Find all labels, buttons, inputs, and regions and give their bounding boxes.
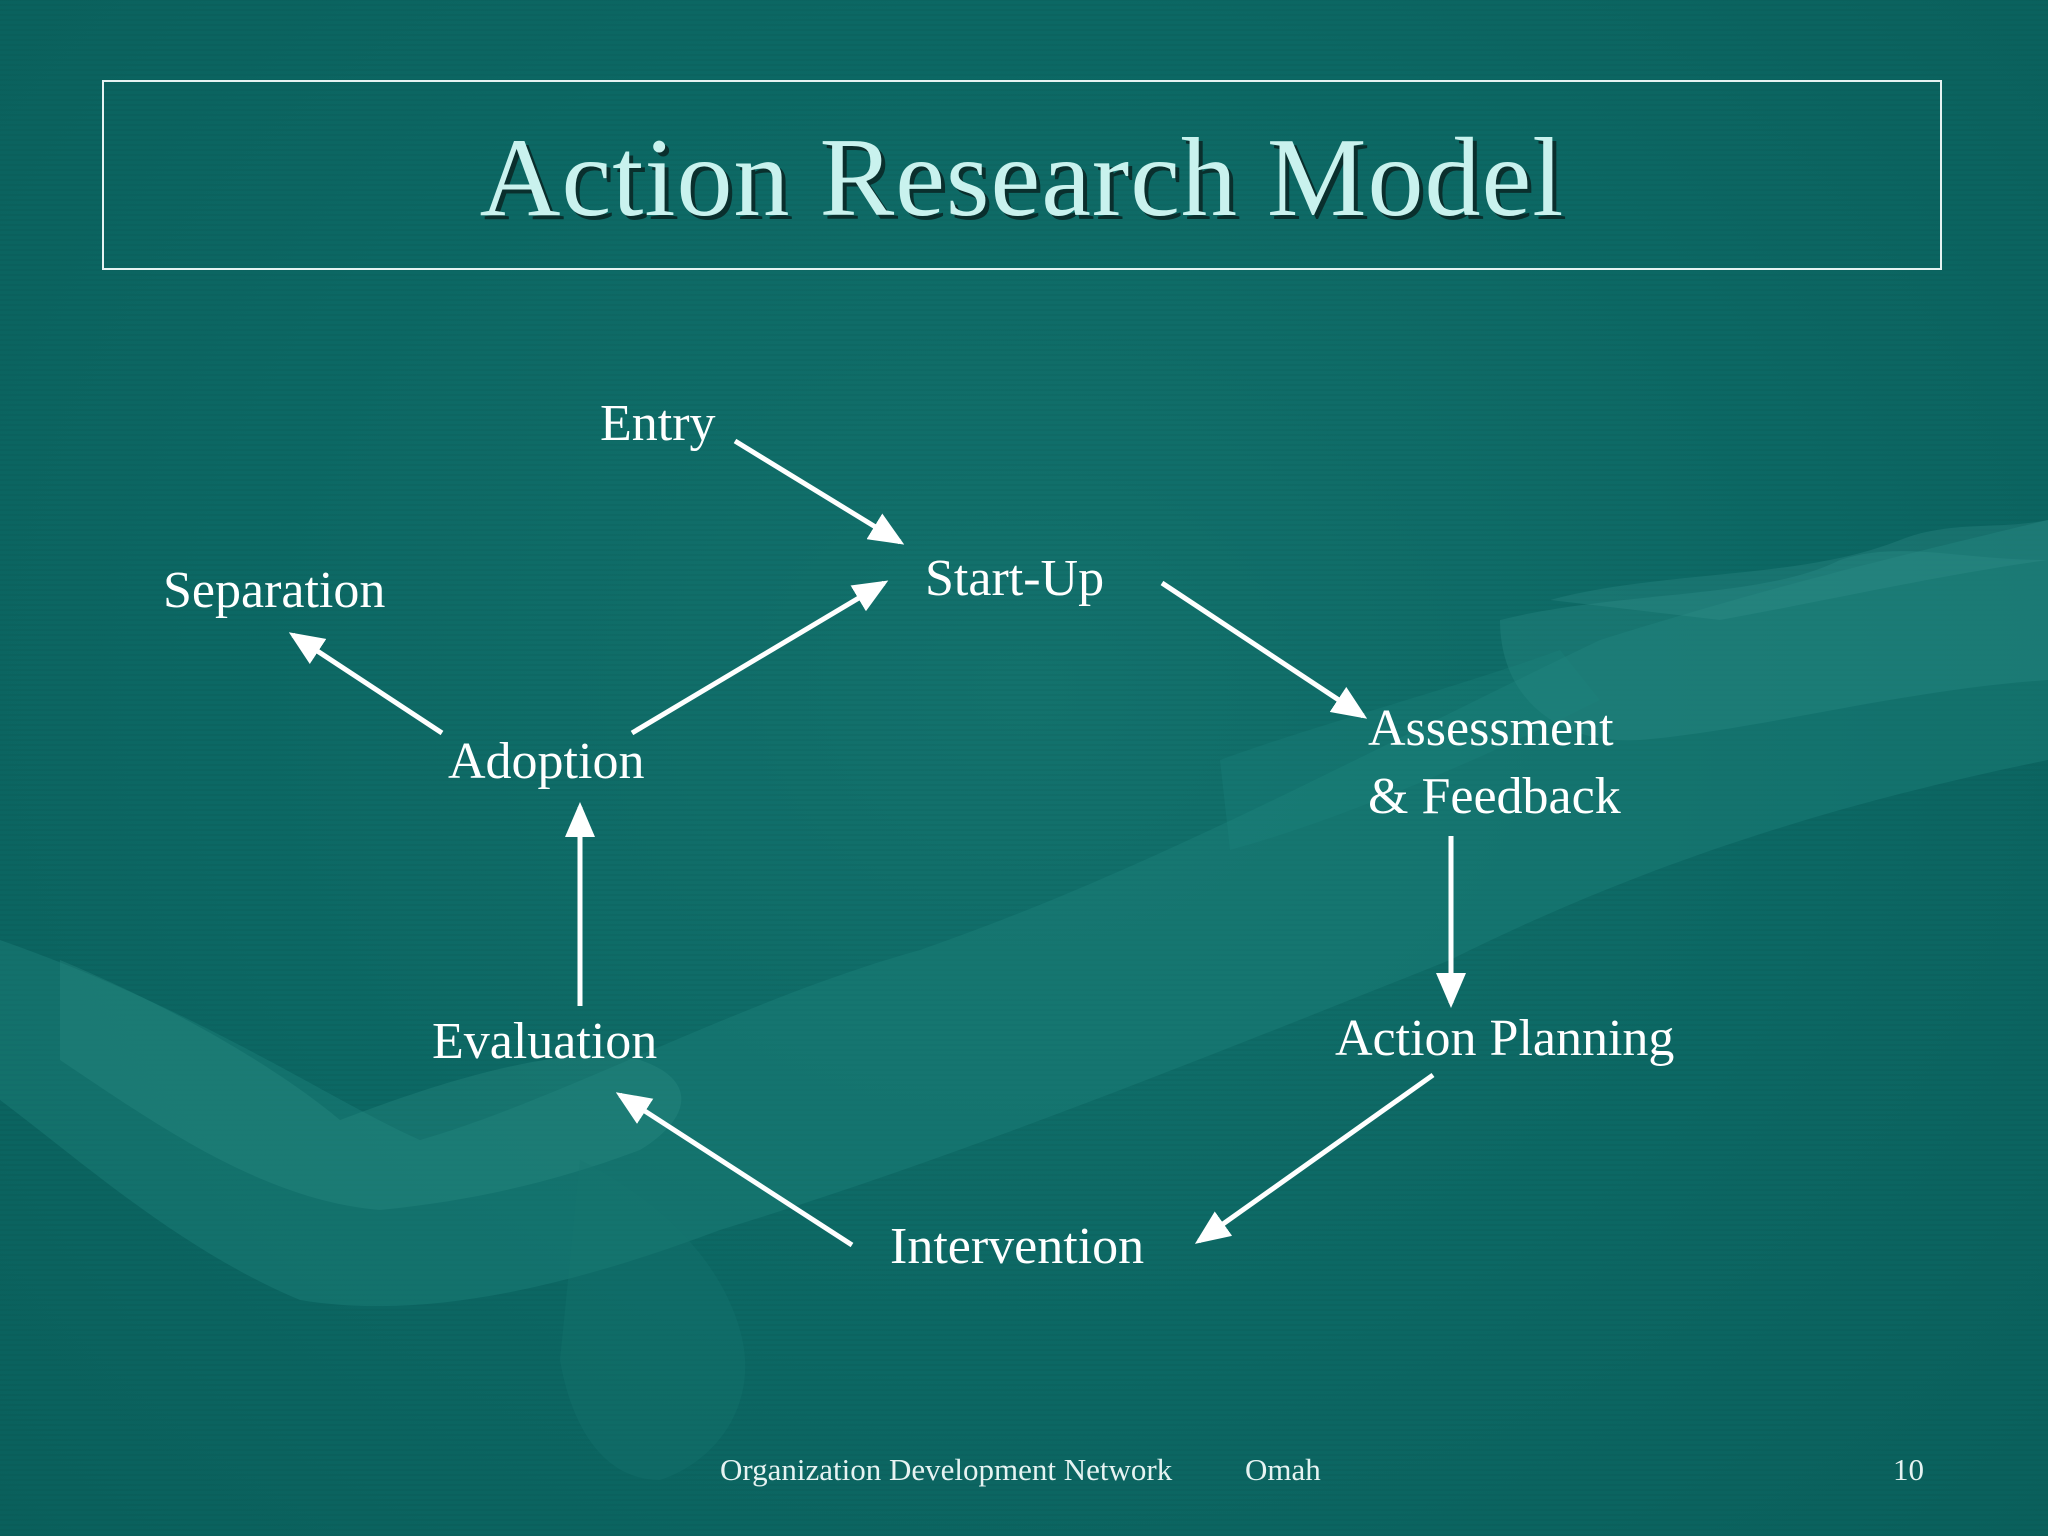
footer-organization: Organization Development Network <box>720 1452 1173 1487</box>
title-box: Action Research Model <box>102 80 1942 270</box>
node-separation: Separation <box>163 562 386 619</box>
node-evaluation: Evaluation <box>432 1013 658 1070</box>
arrow-action-planning-to-intervention <box>1194 1072 1435 1244</box>
slide-title: Action Research Model <box>479 116 1565 240</box>
node-entry: Entry <box>600 395 716 452</box>
node-adoption: Adoption <box>448 733 645 790</box>
node-intervention: Intervention <box>890 1218 1145 1275</box>
arrow-adoption-to-startup <box>630 580 889 736</box>
page-number: 10 <box>1893 1452 1924 1487</box>
footer-location: Omah <box>1245 1452 1321 1487</box>
arrow-intervention-to-evaluation <box>615 1092 854 1248</box>
arrow-startup-to-assessment <box>1160 580 1368 719</box>
node-action-planning: Action Planning <box>1335 1010 1675 1067</box>
node-assessment-feedback: Assessment & Feedback <box>1368 700 1621 825</box>
node-startup: Start-Up <box>925 550 1105 607</box>
arrow-adoption-to-separation <box>288 632 444 736</box>
arrow-entry-to-startup <box>733 438 905 545</box>
